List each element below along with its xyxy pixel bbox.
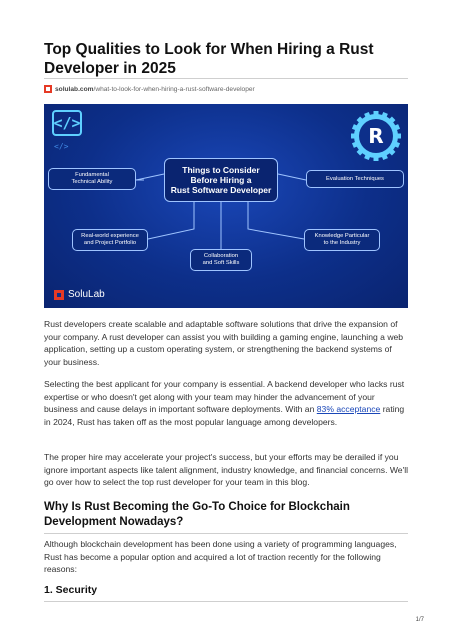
node-realworld-line-1: Real-world experience xyxy=(81,233,139,239)
node-evaluation: Evaluation Techniques xyxy=(306,170,404,188)
node-fundamental-line-2: Technical Ability xyxy=(71,179,113,185)
node-fundamental: Fundamental Technical Ability xyxy=(48,168,136,190)
page-number: 1/7 xyxy=(415,617,424,623)
section-heading-blockchain: Why Is Rust Becoming the Go-To Choice fo… xyxy=(44,501,350,528)
diagram-connectors xyxy=(135,173,307,249)
connector-realworld xyxy=(147,202,195,240)
source-path[interactable]: /what-to-look-for-when-hiring-a-rust-sof… xyxy=(93,85,255,93)
title-divider xyxy=(44,78,408,79)
solulab-logo-icon xyxy=(54,289,64,300)
node-collab: Collaboration and Soft Skills xyxy=(190,249,252,271)
paragraph-selection: Selecting the best applicant for your co… xyxy=(44,378,410,428)
diagram-center-node: Things to Consider Before Hiring a Rust … xyxy=(164,158,278,202)
connector-fundamental xyxy=(135,173,165,181)
source-line: solulab.com/what-to-look-for-when-hiring… xyxy=(44,83,255,95)
paragraph-hiring: The proper hire may accelerate your proj… xyxy=(44,452,409,488)
node-knowledge-line-1: Knowledge Particular xyxy=(314,233,370,239)
rust-logo-letter: R xyxy=(368,124,383,148)
subheading-security: 1. Security xyxy=(44,584,98,596)
code-brackets-icon: </> xyxy=(52,110,82,136)
hero-background xyxy=(44,104,408,308)
paragraph-intro: Rust developers create scalable and adap… xyxy=(44,319,404,367)
acceptance-link[interactable]: 83% acceptance xyxy=(316,404,381,415)
node-evaluation-line-1: Evaluation Techniques xyxy=(326,175,384,182)
node-realworld: Real-world experience and Project Portfo… xyxy=(72,229,148,251)
paragraph-selection-lead: Selecting the best applicant for your co… xyxy=(44,379,405,415)
node-knowledge-line-2: to the Industry xyxy=(323,240,361,246)
connector-knowledge xyxy=(247,202,305,240)
center-line-2: Before Hiring a xyxy=(190,175,252,185)
node-fundamental-line-1: Fundamental xyxy=(75,172,109,178)
solulab-brand: SoluLab xyxy=(54,289,105,300)
site-favicon-icon xyxy=(44,85,52,93)
node-collab-line-2: and Soft Skills xyxy=(202,260,240,266)
paragraph-blockchain: Although blockchain development has been… xyxy=(44,539,397,575)
paragraph-selection-tail: rating in 2024, Rust has taken off as th… xyxy=(44,404,405,427)
page-title: Top Qualities to Look for When Hiring a … xyxy=(44,41,374,77)
node-realworld-line-2: and Project Portfolio xyxy=(83,240,137,246)
center-line-3: Rust Software Developer xyxy=(170,185,272,195)
node-knowledge: Knowledge Particular to the Industry xyxy=(304,229,380,251)
node-collab-line-1: Collaboration xyxy=(203,253,239,259)
section-divider xyxy=(44,533,408,534)
hero-banner: </> </> R Things to Consider Bef xyxy=(44,104,408,308)
brand-name: SoluLab xyxy=(68,289,105,300)
connector-evaluation xyxy=(277,173,307,181)
center-line-1: Things to Consider xyxy=(182,165,260,175)
source-domain[interactable]: solulab.com xyxy=(55,85,94,93)
subheading-divider xyxy=(44,601,408,602)
code-deco-glyph: </> xyxy=(54,142,69,151)
rust-logo-icon: R xyxy=(351,111,401,161)
